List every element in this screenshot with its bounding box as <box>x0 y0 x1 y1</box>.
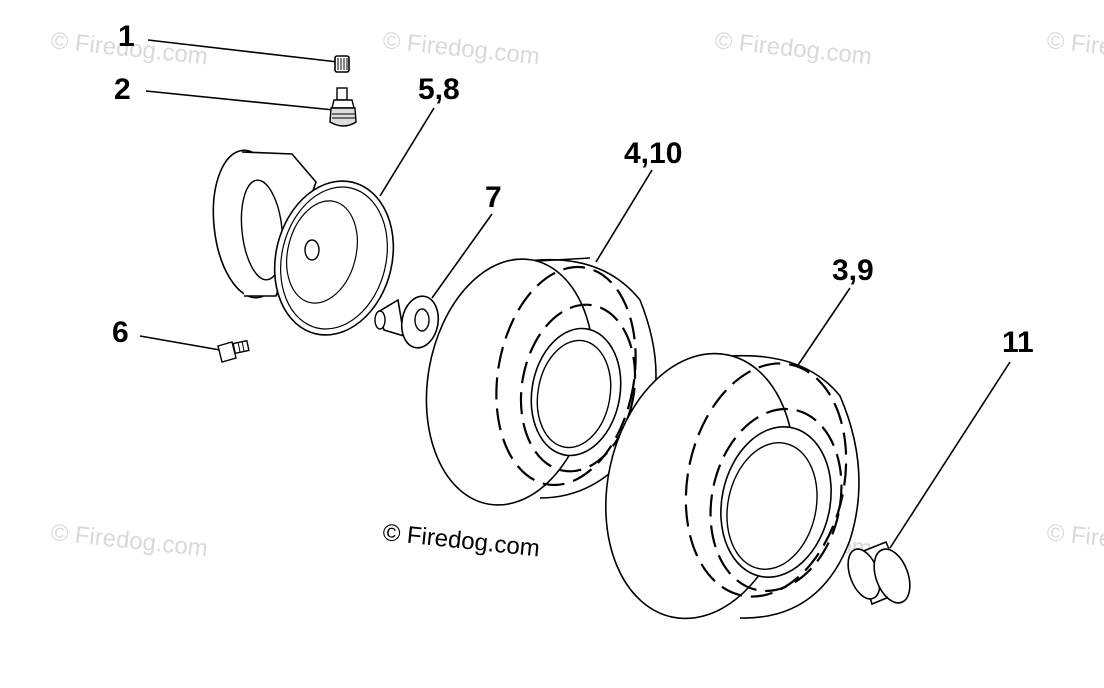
leader-1 <box>147 39 339 63</box>
valve-cap-part <box>334 55 350 73</box>
leader-4-10 <box>595 169 653 263</box>
leader-2 <box>145 90 335 111</box>
callout-4-10: 4,10 <box>624 137 682 170</box>
leader-6 <box>139 335 221 351</box>
watermark-top-right: © Firedog.com <box>713 27 873 70</box>
watermark-bottom-left: © Firedog.com <box>49 519 209 562</box>
leader-11 <box>889 361 1011 549</box>
leader-5-8 <box>379 107 435 197</box>
callout-6: 6 <box>112 316 129 349</box>
watermark-center: © Firedog.com <box>381 519 541 562</box>
callout-11: 11 <box>1002 326 1034 359</box>
callout-7: 7 <box>485 181 502 214</box>
leader-7 <box>431 213 493 299</box>
callout-3-9: 3,9 <box>832 254 874 287</box>
callout-5-8: 5,8 <box>418 73 460 106</box>
callout-1: 1 <box>118 20 135 53</box>
callout-2: 2 <box>114 73 131 106</box>
wheel-rim-part <box>212 149 395 336</box>
watermark-top-edge: © Firedog.com <box>1045 27 1104 70</box>
bushing-part <box>374 295 440 349</box>
bolt-part <box>217 339 250 363</box>
watermark-bottom-edge: © Firedog.com <box>1045 519 1104 562</box>
watermark-top-center: © Firedog.com <box>381 27 541 70</box>
tire-rear-part <box>604 352 860 620</box>
leader-lines <box>139 39 1011 549</box>
valve-stem-part <box>329 87 357 127</box>
hub-cap-part <box>847 540 911 606</box>
leader-3-9 <box>791 287 851 375</box>
